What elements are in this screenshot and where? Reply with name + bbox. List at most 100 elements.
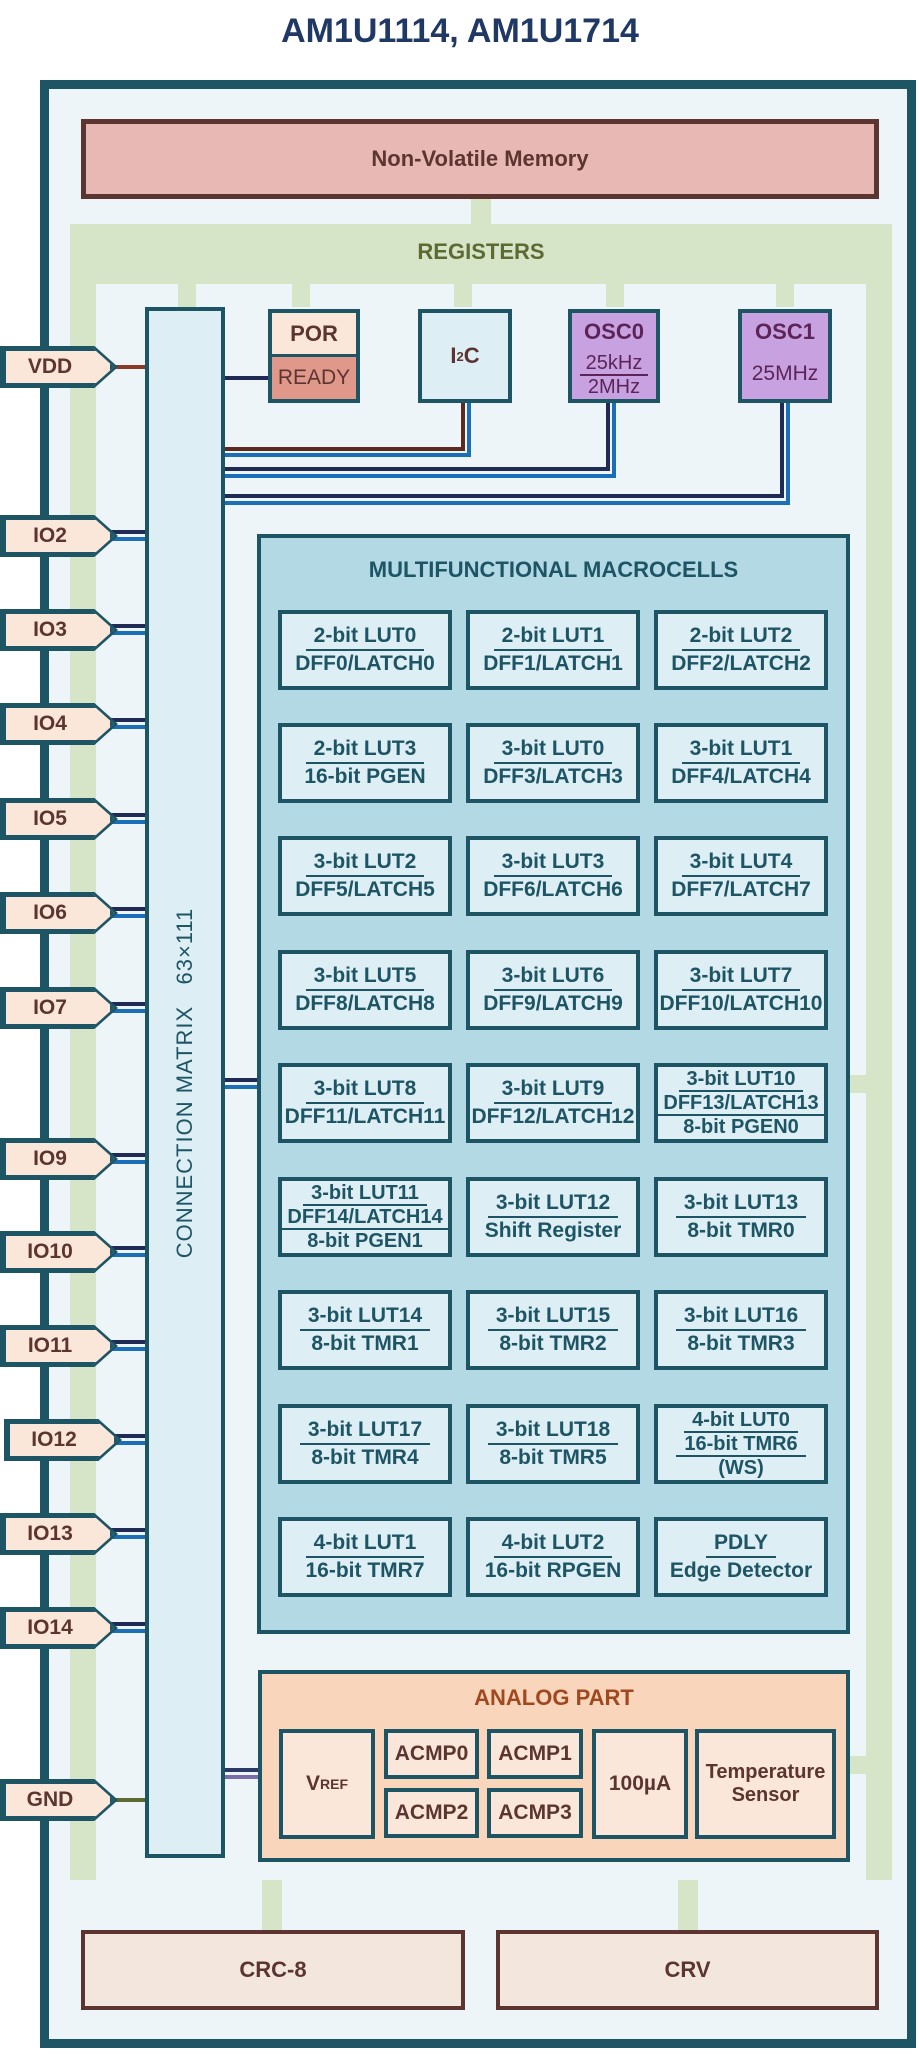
pin-io3: IO3: [0, 609, 118, 651]
register-stub: [292, 284, 310, 307]
macrocell-line: 3-bit LUT8: [305, 1076, 425, 1104]
macrocell-line: 3-bit LUT6: [493, 963, 613, 991]
non-volatile-memory-block: Non-Volatile Memory: [81, 119, 879, 199]
macrocell-line: 3-bit LUT9: [493, 1076, 613, 1104]
osc0-wire-b: [225, 402, 616, 478]
connection-matrix-label: CONNECTION MATRIX 63×111: [172, 907, 197, 1259]
diagram-title: AM1U1114, AM1U1714: [281, 11, 639, 50]
macrocell-line: 3-bit LUT4: [681, 849, 801, 877]
pin-io5-label: IO5: [2, 799, 114, 839]
macrocell-line: DFF9/LATCH9: [483, 992, 623, 1015]
nvm-register-link: [471, 199, 491, 225]
macrocell-line: 8-bit TMR3: [687, 1332, 795, 1355]
crc8-block: CRC-8: [81, 1930, 465, 2010]
macrocell-line: DFF3/LATCH3: [483, 765, 623, 788]
i2c-tail: C: [463, 343, 480, 368]
osc1-wire-a: [225, 402, 784, 498]
macrocell-line: 4-bit LUT0: [684, 1409, 798, 1433]
pin-io6: IO6: [0, 892, 118, 934]
por-label: POR: [272, 313, 356, 357]
crv-block: CRV: [496, 1930, 879, 2010]
macrocell-line: 3-bit LUT2: [305, 849, 425, 877]
macrocell-line: 3-bit LUT14: [299, 1303, 431, 1331]
macrocell-line: 8-bit TMR4: [311, 1446, 419, 1469]
macrocell-line: 2-bit LUT0: [305, 623, 425, 651]
macrocell-line: 3-bit LUT1: [681, 736, 801, 764]
i2c-wire-a: [225, 402, 465, 451]
macrocell-line: 3-bit LUT3: [493, 849, 613, 877]
vref-label: V: [305, 1772, 320, 1795]
macrocell-line: 3-bit LUT5: [305, 963, 425, 991]
pin-vdd: VDD: [0, 346, 118, 388]
macrocell-line: 3-bit LUT13: [675, 1190, 807, 1218]
pin-io14: IO14: [0, 1607, 118, 1649]
macrocell-line: 16-bit RPGEN: [484, 1559, 622, 1582]
macrocell-line: 3-bit LUT16: [675, 1303, 807, 1331]
i2c-superscript: 2: [456, 348, 464, 364]
pin-io11: IO11: [0, 1325, 118, 1367]
macrocell-line: 3-bit LUT15: [487, 1303, 619, 1331]
io-wires: [110, 530, 145, 1633]
macrocell-line: 8-bit TMR5: [499, 1446, 607, 1469]
macrocell-line: 16-bit TMR7: [305, 1559, 425, 1582]
pin-io7: IO7: [0, 987, 118, 1029]
macrocell-line: DFF0/LATCH0: [295, 652, 435, 675]
macrocell-line: 16-bit TMR6: [676, 1433, 806, 1457]
osc0-freq-2: 2MHz: [587, 375, 641, 398]
macrocell-line: DFF8/LATCH8: [295, 992, 435, 1015]
pin-io9: IO9: [0, 1138, 118, 1180]
pin-io12: IO12: [4, 1419, 122, 1461]
register-stub: [262, 1880, 282, 1932]
pin-io3-label: IO3: [2, 610, 114, 650]
register-stub: [850, 1756, 866, 1774]
pin-gnd: GND: [0, 1779, 118, 1821]
macrocell-line: 3-bit LUT18: [487, 1417, 619, 1445]
i2c-label: I: [450, 343, 457, 368]
macrocell-line: DFF2/LATCH2: [671, 652, 811, 675]
connection-matrix: [145, 307, 225, 1858]
register-stub: [678, 1880, 698, 1932]
macrocell-line: 2-bit LUT3: [305, 736, 425, 764]
osc1-wire-b: [225, 402, 790, 505]
macrocell-line: 16-bit PGEN: [304, 765, 426, 788]
macrocell-line: DFF5/LATCH5: [295, 878, 435, 901]
macrocell-line: Shift Register: [484, 1219, 622, 1242]
macrocell-line: DFF14/LATCH14: [279, 1206, 451, 1230]
register-stub: [606, 284, 624, 307]
por-block: POR READY: [268, 309, 360, 403]
pin-io7-label: IO7: [2, 988, 114, 1028]
macrocell-line: 4-bit LUT2: [493, 1530, 613, 1558]
pin-io12-label: IO12: [6, 1420, 118, 1460]
pin-io9-label: IO9: [2, 1139, 114, 1179]
macrocell-line: DFF11/LATCH11: [284, 1105, 446, 1128]
pin-vdd-label: VDD: [2, 347, 114, 387]
registers-label: REGISTERS: [417, 239, 545, 264]
macrocell-line: DFF13/LATCH13: [655, 1092, 827, 1116]
osc0-block: OSC0 25kHz 2MHz: [568, 309, 660, 403]
i2c-wire-b: [225, 402, 471, 457]
pin-io11-label: IO11: [2, 1326, 114, 1366]
osc1-block: OSC1 25MHz: [738, 309, 832, 403]
pin-io6-label: IO6: [2, 893, 114, 933]
pin-io10-label: IO10: [2, 1232, 114, 1272]
temperature-sensor-block: Temperature Sensor: [695, 1729, 836, 1839]
pin-gnd-label: GND: [2, 1780, 114, 1820]
